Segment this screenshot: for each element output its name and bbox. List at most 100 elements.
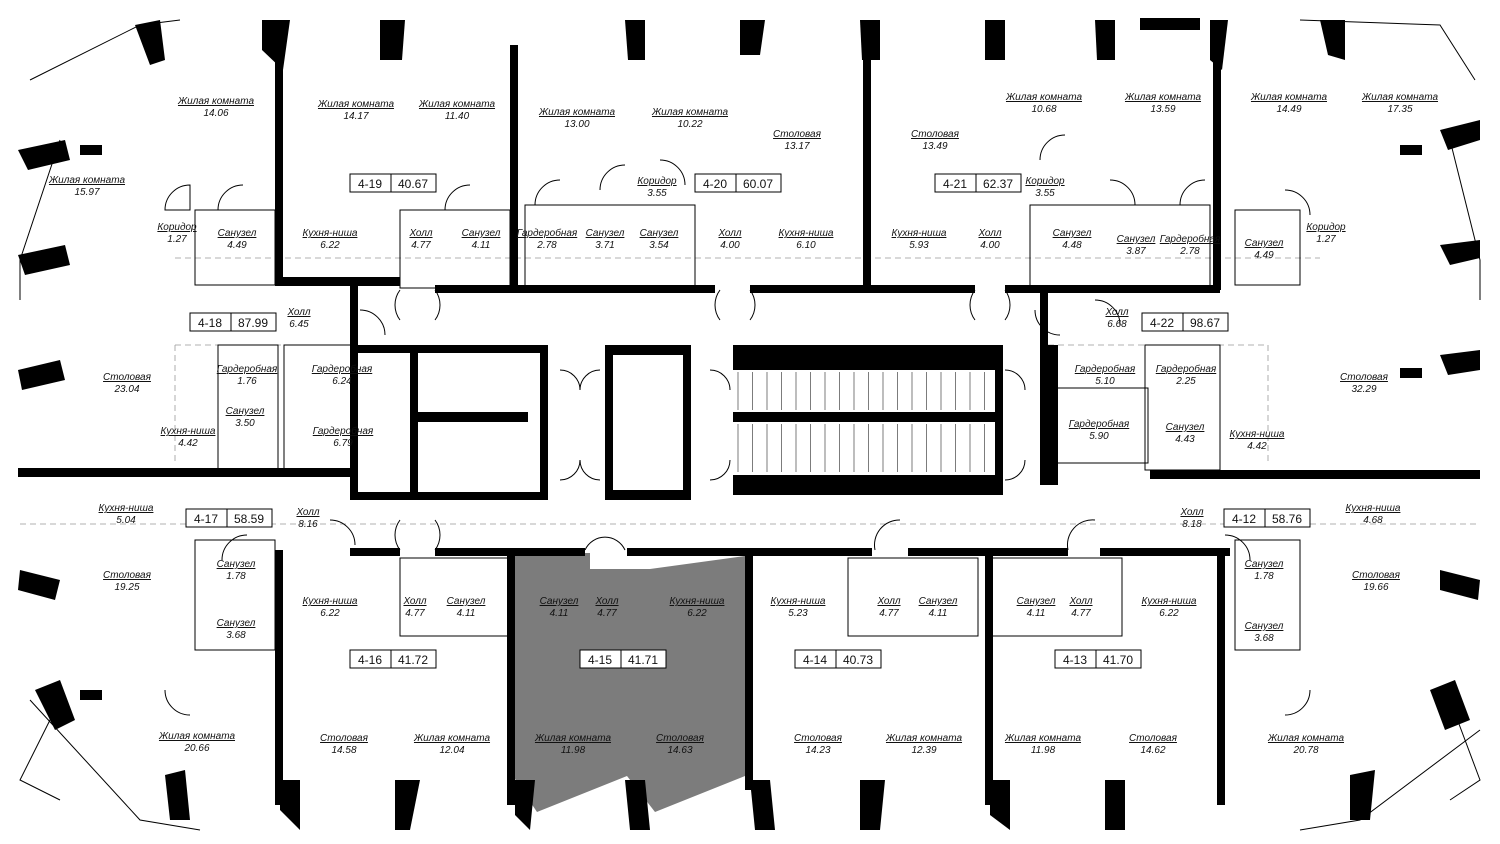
apartment-4-19[interactable]: 4-19 40.67 [349, 173, 437, 193]
apartment-id: 4-19 [358, 177, 382, 191]
room-name: Столовая [1352, 570, 1401, 581]
room-name: Санузел [218, 228, 257, 239]
room-name: Санузел [1245, 559, 1284, 570]
room-name: Санузел [540, 596, 579, 607]
room-name: Кухня-ниша [303, 228, 358, 239]
room-area: 19.66 [1363, 582, 1388, 593]
apartment-id: 4-22 [1150, 316, 1174, 330]
room-name: Жилая комната [1361, 92, 1438, 103]
room-name: Кухня-ниша [1230, 429, 1285, 440]
room-name: Санузел [1166, 422, 1205, 433]
room-name: Санузел [586, 228, 625, 239]
room-area: 12.04 [439, 745, 464, 756]
room-name: Холл [1179, 507, 1203, 518]
room-area: 20.78 [1292, 745, 1318, 756]
room-area: 3.55 [647, 188, 667, 199]
apartment-4-16[interactable]: 4-16 41.72 [349, 649, 437, 669]
room-area: 2.78 [1179, 246, 1200, 257]
room-name: Столовая [773, 129, 822, 140]
room-area: 15.97 [74, 187, 99, 198]
apartment-4-13[interactable]: 4-13 41.70 [1054, 649, 1142, 669]
room-name: Кухня-ниша [670, 596, 725, 607]
room-area: 3.71 [595, 240, 614, 251]
room-area: 6.22 [687, 608, 707, 619]
apartment-id: 4-20 [703, 177, 727, 191]
room-area: 1.76 [237, 376, 257, 387]
room-area: 10.68 [1031, 104, 1056, 115]
apartment-id: 4-15 [588, 653, 612, 667]
apartment-id: 4-16 [358, 653, 382, 667]
room-area: 4.77 [879, 608, 899, 619]
partitions [19, 19, 1481, 831]
room-area: 3.87 [1126, 246, 1146, 257]
room-name: Кухня-ниша [892, 228, 947, 239]
room-name: Холл [402, 596, 426, 607]
room-name: Коридор [637, 176, 677, 187]
room-area: 4.11 [929, 608, 948, 619]
walls [18, 18, 1480, 830]
apartment-area: 58.59 [234, 512, 264, 526]
apartment-4-17[interactable]: 4-17 58.59 [185, 508, 273, 528]
room-name: Столовая [1340, 372, 1389, 383]
room-area: 4.77 [1071, 608, 1091, 619]
apartment-4-12[interactable]: 4-12 58.76 [1223, 508, 1311, 528]
room-area: 4.77 [597, 608, 617, 619]
apartment-4-18[interactable]: 4-18 87.99 [189, 312, 277, 332]
room-name: Кухня-ниша [1142, 596, 1197, 607]
room-name: Жилая комната [651, 107, 728, 118]
room-name: Жилая комната [534, 733, 611, 744]
room-area: 20.66 [183, 743, 209, 754]
apartment-area: 62.37 [983, 177, 1013, 191]
apartment-area: 41.72 [398, 653, 428, 667]
room-name: Гардеробная [1075, 363, 1136, 375]
apartment-4-15[interactable]: 4-15 41.71 [579, 649, 667, 669]
apartment-4-14[interactable]: 4-14 40.73 [794, 649, 882, 669]
room-name: Холл [1068, 596, 1092, 607]
room-name: Санузел [462, 228, 501, 239]
room-name: Столовая [103, 372, 152, 383]
room-name: Холл [594, 596, 618, 607]
room-area: 6.22 [1159, 608, 1179, 619]
room-name: Жилая комната [413, 733, 490, 744]
room-name: Санузел [217, 559, 256, 570]
room-area: 1.27 [1316, 234, 1336, 245]
room-name: Коридор [1306, 222, 1346, 233]
room-name: Санузел [447, 596, 486, 607]
room-area: 19.25 [114, 582, 139, 593]
room-area: 3.68 [1254, 633, 1274, 644]
highlighted-apartment-4-15[interactable] [513, 553, 745, 812]
room-area: 3.54 [649, 240, 669, 251]
apartment-labels: 4-19 40.67 4-20 60.07 4-21 62.37 4-18 87… [185, 173, 1311, 669]
room-name: Столовая [794, 733, 843, 744]
apartment-4-20[interactable]: 4-20 60.07 [694, 173, 782, 193]
apartment-area: 58.76 [1272, 512, 1302, 526]
room-area: 4.68 [1363, 515, 1383, 526]
room-name: Холл [1104, 307, 1128, 318]
room-name: Столовая [656, 733, 705, 744]
room-area: 6.24 [332, 376, 352, 387]
room-area: 32.29 [1351, 384, 1376, 395]
room-name: Санузел [1117, 234, 1156, 245]
room-name: Холл [295, 507, 319, 518]
room-name: Гардеробная [1160, 233, 1221, 245]
room-name: Жилая комната [1124, 92, 1201, 103]
room-area: 8.16 [298, 519, 318, 530]
room-area: 6.10 [796, 240, 816, 251]
room-area: 4.00 [980, 240, 1000, 251]
room-area: 4.77 [411, 240, 431, 251]
apartment-4-22[interactable]: 4-22 98.67 [1141, 312, 1229, 332]
room-name: Жилая комната [418, 99, 495, 110]
room-area: 1.27 [167, 234, 187, 245]
room-name: Холл [876, 596, 900, 607]
apartment-id: 4-13 [1063, 653, 1087, 667]
room-area: 6.68 [1107, 319, 1127, 330]
room-area: 5.23 [788, 608, 808, 619]
room-name: Гардеробная [312, 363, 373, 375]
apartment-id: 4-21 [943, 177, 967, 191]
room-area: 4.42 [1247, 441, 1267, 452]
apartment-4-21[interactable]: 4-21 62.37 [934, 173, 1022, 193]
room-area: 4.48 [1062, 240, 1082, 251]
room-name: Холл [717, 228, 741, 239]
room-name: Санузел [217, 618, 256, 629]
